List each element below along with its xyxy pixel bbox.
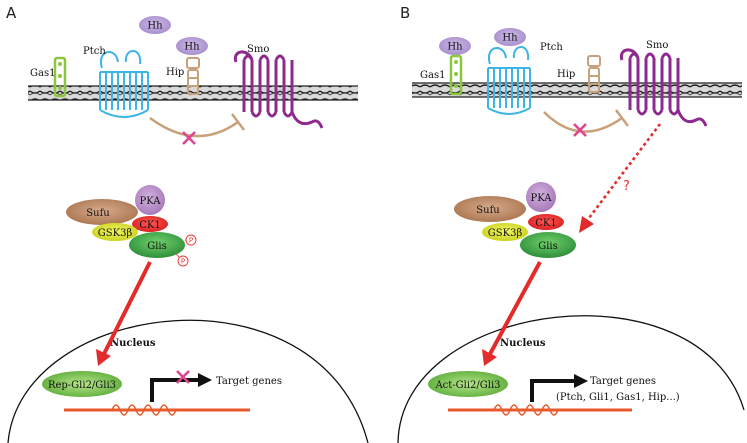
- hh-label-a-1: Hh: [147, 21, 163, 32]
- sufu-protein-a: [66, 199, 138, 225]
- blocked-x-icon-a: [182, 131, 196, 145]
- hh-label-b-1: Hh: [447, 42, 463, 53]
- ptch-receptor-a: [99, 50, 149, 118]
- phosphate-icon-a-2: [177, 255, 189, 267]
- ck1-protein-b: [528, 214, 564, 230]
- gas1-label-a: Gas1: [30, 68, 55, 79]
- ck1-label-b: CK1: [535, 218, 556, 229]
- panel-b: B Hh Hh Gas1 Ptch: [397, 4, 745, 443]
- pka-label-b: PKA: [530, 193, 552, 204]
- activator-label-b: Act-Gli2/Gli3: [434, 380, 500, 391]
- target-list-label-b: (Ptch, Gli1, Gas1, Hip...): [556, 392, 680, 403]
- nucleus-label-b: Nucleus: [500, 338, 546, 349]
- target-genes-label-a: Target genes: [216, 376, 282, 387]
- glis-label-b: Glis: [538, 241, 558, 252]
- glis-label-a: Glis: [147, 241, 167, 252]
- blocked-x-icon-a-2: [176, 370, 190, 384]
- nucleus-label-a: Nucleus: [110, 338, 156, 349]
- nucleus-envelope-a: [7, 319, 369, 443]
- gas1-label-b: Gas1: [420, 70, 445, 81]
- sufu-label-b: Sufu: [476, 205, 500, 216]
- phosphate-icon-a-1: [185, 234, 197, 246]
- hip-protein-a: [186, 57, 200, 95]
- hh-ligand-a-1: [139, 16, 171, 34]
- sufu-label-a: Sufu: [86, 208, 110, 219]
- gas1-protein-b: [449, 54, 463, 96]
- nucleus-envelope-b: [397, 315, 745, 443]
- inhibition-arc-a: [149, 116, 239, 138]
- phosphate-label-a-2: P: [181, 258, 185, 266]
- gsk3b-protein-a: [92, 223, 138, 241]
- smo-receptor-a: [233, 50, 324, 129]
- activator-gli-b: [428, 371, 508, 397]
- gas1-protein-a: [53, 56, 67, 98]
- hh-label-a-2: Hh: [184, 42, 200, 53]
- ptch-label-a: Ptch: [83, 46, 106, 57]
- gsk3b-label-b: GSK3β: [488, 228, 523, 239]
- panel-a: A Gas1 Ptch Hh Hh: [6, 4, 369, 443]
- hip-label-a: Hip: [166, 67, 184, 78]
- signal-arrow-b: [584, 123, 662, 223]
- hip-protein-b: [587, 55, 601, 93]
- panel-b-label: B: [400, 4, 410, 22]
- smo-label-b: Smo: [646, 40, 668, 51]
- translocation-arrow-b: [488, 261, 542, 355]
- glis-protein-a: [129, 232, 185, 258]
- hip-label-b: Hip: [557, 69, 575, 80]
- repressor-gli-a: [42, 371, 122, 397]
- panel-a-label: A: [6, 4, 17, 22]
- ptch-receptor-b: [487, 46, 531, 115]
- repressor-label-a: Rep-Gli2/Gli3: [48, 380, 116, 391]
- hh-ligand-a-2: [176, 37, 208, 55]
- transcription-arrow-a: [150, 378, 198, 402]
- blocked-x-icon-b: [573, 123, 587, 137]
- ck1-protein-a: [132, 216, 168, 232]
- ck1-label-a: CK1: [139, 220, 160, 231]
- smo-receptor-b: [619, 48, 708, 127]
- hh-ligand-b-1: [439, 37, 471, 55]
- glis-protein-b: [520, 232, 576, 258]
- smo-label-a: Smo: [247, 44, 269, 55]
- phosphate-label-a-1: P: [189, 237, 193, 245]
- target-genes-label-b: Target genes: [590, 376, 656, 387]
- pka-protein-b: [526, 182, 556, 212]
- hh-ligand-b-2: [494, 28, 526, 46]
- pka-label-a: PKA: [139, 196, 161, 207]
- translocation-arrow-a: [102, 261, 152, 355]
- ptch-label-b: Ptch: [540, 42, 563, 53]
- question-mark-b: ?: [623, 179, 630, 194]
- sufu-protein-b: [454, 196, 526, 222]
- gsk3b-protein-b: [482, 223, 528, 241]
- gsk3b-label-a: GSK3β: [98, 228, 133, 239]
- transcription-arrow-b: [530, 379, 574, 402]
- hh-label-b-2: Hh: [502, 33, 518, 44]
- pka-protein-a: [135, 185, 165, 215]
